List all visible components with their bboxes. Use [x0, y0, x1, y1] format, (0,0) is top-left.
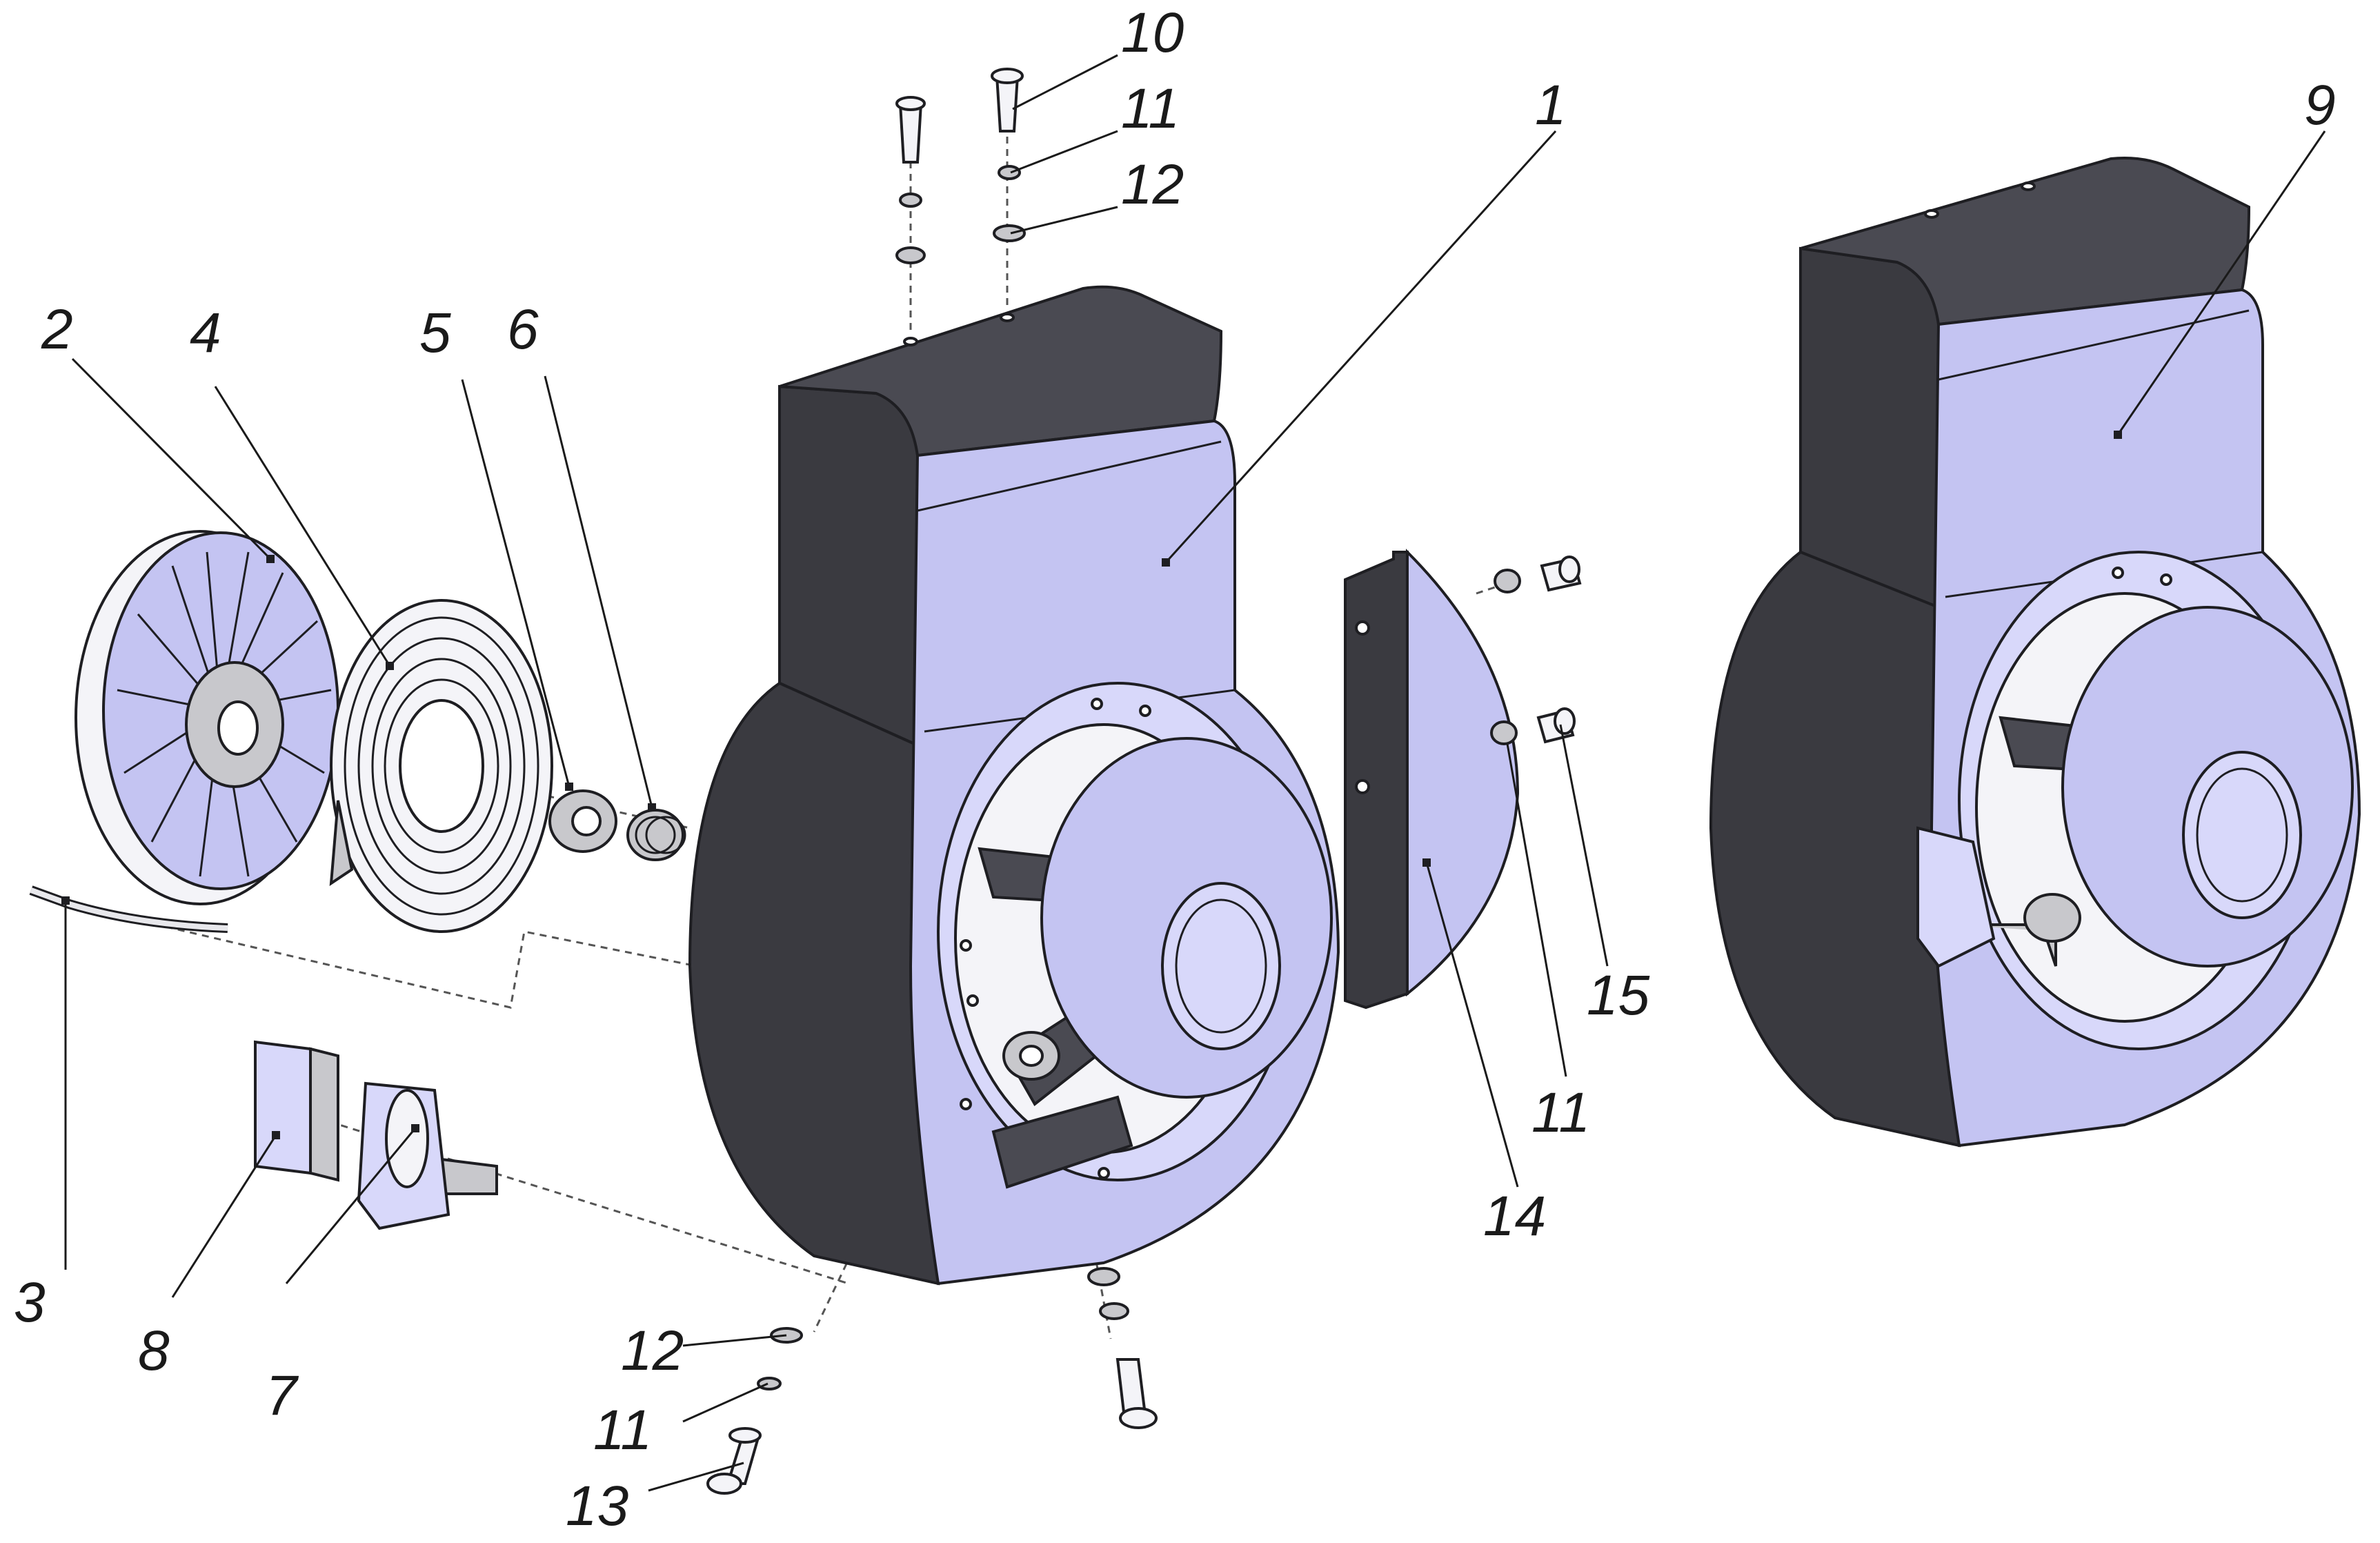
fasteners: [706, 68, 1582, 1495]
housing-part-9: [1709, 157, 2361, 1148]
callout-3: 3: [14, 1271, 46, 1334]
callout-14: 14: [1483, 1185, 1546, 1248]
leader-dots: [61, 431, 2122, 1139]
spring-part-4: [329, 599, 553, 933]
insert-part-8: [254, 1040, 339, 1182]
rope-part-3: [29, 885, 228, 933]
callout-10: 10: [1121, 1, 1184, 64]
callout-4: 4: [190, 302, 221, 364]
callout-7: 7: [266, 1364, 299, 1427]
callout-11-top: 11: [1121, 77, 1180, 140]
leader-lines: [64, 54, 2326, 1492]
callout-labels: 1 2 3 4 5 6 7 8 9 10 11 12 11 14 15 12 1…: [14, 1, 2336, 1537]
callout-12-bottom: 12: [621, 1319, 684, 1382]
plate-part-14: [1344, 549, 1520, 1010]
callout-2: 2: [41, 298, 73, 361]
handle-part-7: [357, 1081, 498, 1230]
bushing-part-5: [548, 789, 617, 853]
callout-11-right: 11: [1531, 1081, 1590, 1144]
coil-spring-part-6: [626, 809, 686, 861]
callout-15: 15: [1587, 964, 1650, 1027]
callout-11-bottom: 11: [593, 1399, 652, 1462]
callout-13: 13: [566, 1475, 628, 1537]
callout-8: 8: [138, 1319, 170, 1382]
callout-9: 9: [2304, 74, 2336, 137]
callout-5: 5: [419, 302, 451, 364]
callout-6: 6: [507, 298, 539, 361]
pulley-part-2: [75, 530, 339, 905]
callout-12-top: 12: [1121, 153, 1184, 216]
housing-part-1: [688, 285, 1340, 1286]
callout-1: 1: [1535, 74, 1567, 137]
